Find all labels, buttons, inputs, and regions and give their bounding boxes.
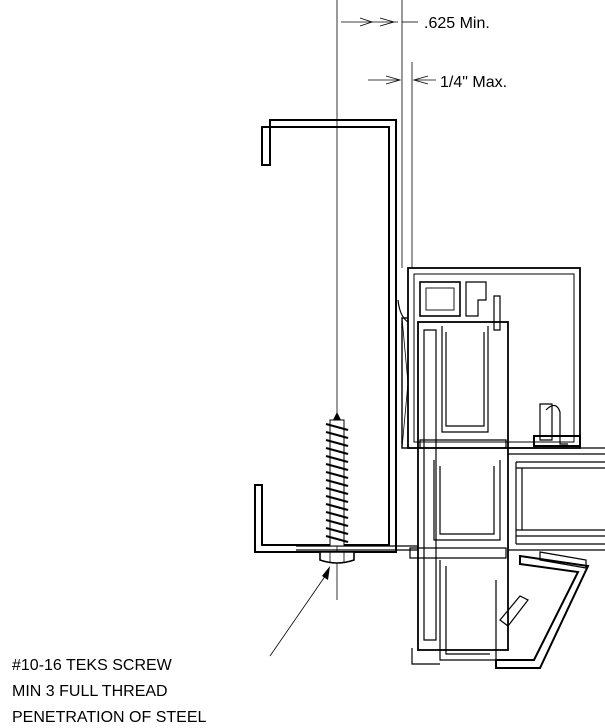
callout-line-1: #10-16 TEKS SCREW <box>12 657 173 674</box>
dimension-625-min: .625 Min. <box>341 15 490 32</box>
callout-leader <box>269 566 330 657</box>
glazing-pressure-plate <box>495 435 590 669</box>
teks-screw-icon <box>319 412 355 564</box>
dimension-quarter-max: 1/4" Max. <box>368 74 507 91</box>
glazing-unit <box>508 447 605 551</box>
screw-callout: #10-16 TEKS SCREW MIN 3 FULL THREAD PENE… <box>12 657 207 726</box>
steel-c-channel <box>254 119 397 553</box>
frame-mullion-extrusion <box>409 321 509 665</box>
dim-label-quarter: 1/4" Max. <box>440 74 507 91</box>
callout-line-3: PENETRATION OF STEEL <box>12 709 207 726</box>
dim-label-625: .625 Min. <box>424 15 490 32</box>
callout-line-2: MIN 3 FULL THREAD <box>12 683 168 700</box>
frame-head-extrusion <box>407 267 581 449</box>
